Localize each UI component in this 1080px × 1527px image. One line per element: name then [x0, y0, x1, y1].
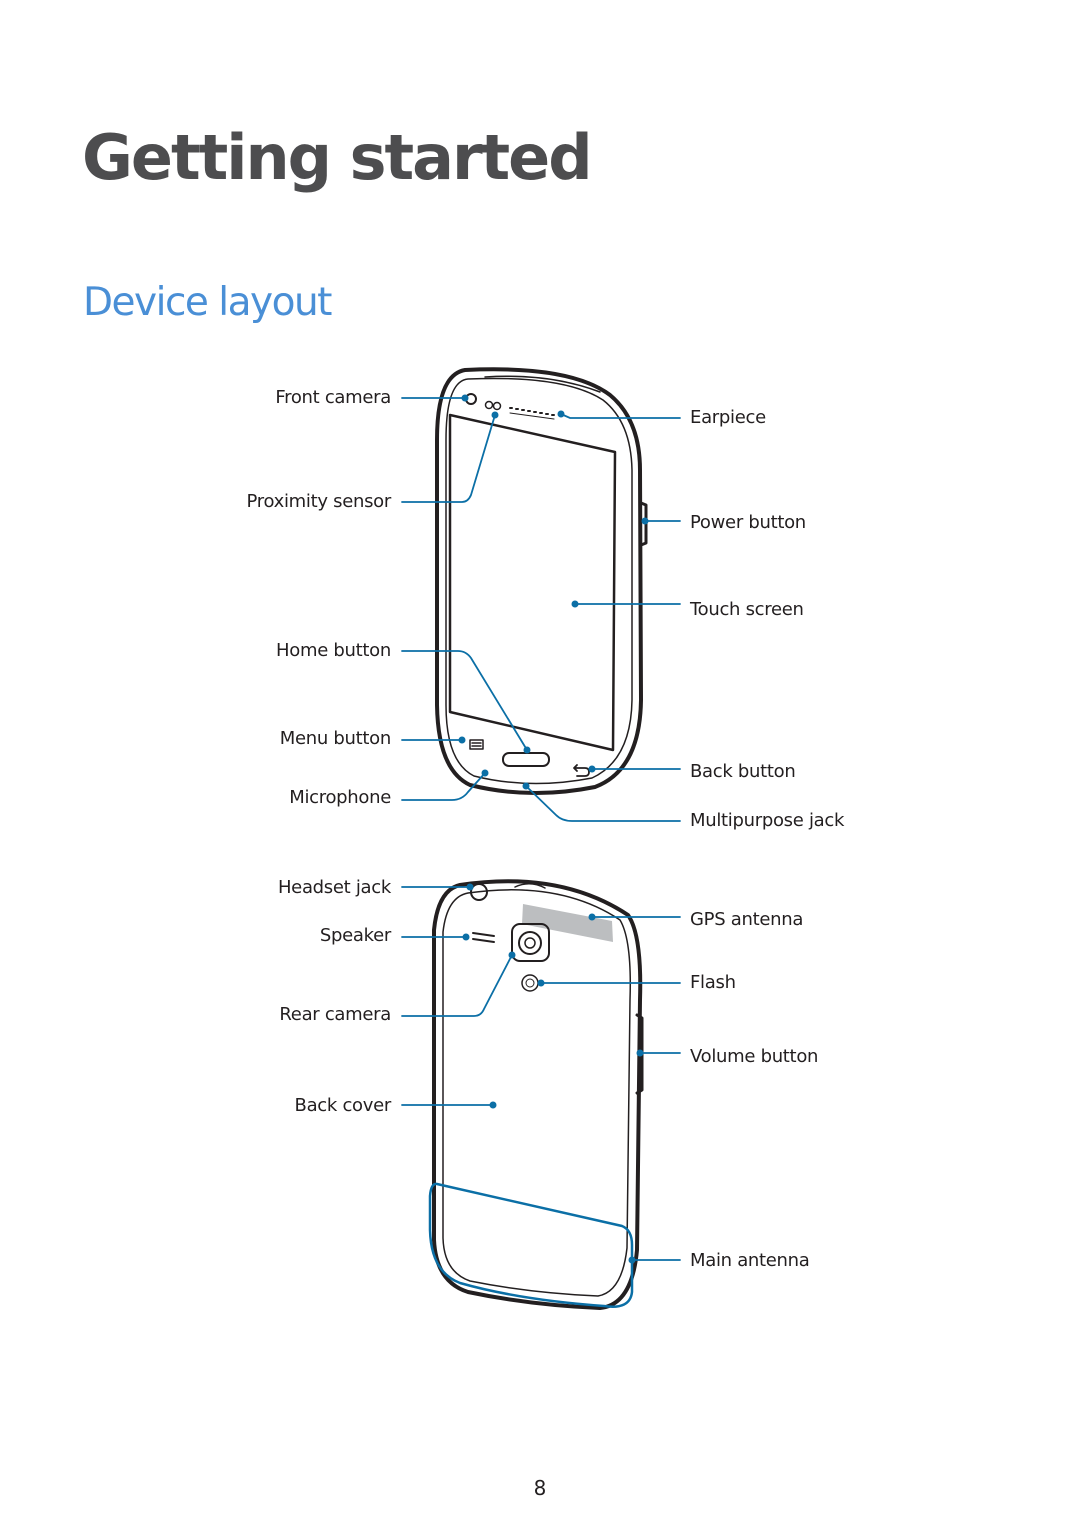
label-back-cover: Back cover: [294, 1095, 392, 1116]
dot-front-camera: [461, 394, 469, 402]
dot-power-button: [641, 517, 649, 525]
dot-speaker: [462, 933, 470, 941]
label-back-button: Back button: [690, 761, 796, 782]
label-earpiece: Earpiece: [690, 407, 766, 428]
label-speaker: Speaker: [319, 925, 391, 946]
back-cover-inner: [442, 889, 632, 1297]
section-title: Device layout: [83, 280, 332, 325]
front-top-edge: [484, 375, 601, 393]
label-rear-camera: Rear camera: [279, 1004, 391, 1025]
label-home-button: Home button: [276, 640, 391, 661]
callout-lines: [401, 397, 681, 1261]
label-flash: Flash: [690, 972, 736, 993]
earpiece-grille: [509, 407, 555, 420]
label-main-antenna: Main antenna: [690, 1250, 810, 1271]
label-gps-antenna: GPS antenna: [690, 909, 804, 930]
callout-proximity-sensor: [401, 414, 496, 503]
dot-volume-button: [636, 1049, 644, 1057]
home-button-shape: [502, 752, 550, 767]
flash-inner: [525, 978, 535, 988]
callout-microphone: [401, 772, 486, 801]
rear-camera-lens-inner: [524, 937, 536, 949]
main-antenna-outline: [428, 1182, 634, 1308]
dot-proximity-sensor: [491, 411, 499, 419]
callout-rear-camera: [401, 954, 513, 1017]
front-body-outline: [435, 367, 643, 795]
dot-gps-antenna: [588, 913, 596, 921]
dot-rear-camera: [508, 951, 516, 959]
headset-jack-shape: [470, 883, 488, 901]
dot-back-cover: [489, 1101, 497, 1109]
back-device: [432, 879, 644, 1310]
front-bezel: [445, 377, 633, 785]
dot-menu-button: [458, 736, 466, 744]
dot-touch-screen: [571, 600, 579, 608]
label-proximity-sensor: Proximity sensor: [246, 491, 392, 512]
gps-antenna-area: [522, 904, 613, 942]
callout-dots: [458, 394, 649, 1264]
dot-back-button: [588, 765, 596, 773]
label-volume-button: Volume button: [690, 1046, 819, 1067]
page-title: Getting started: [82, 121, 593, 194]
callout-earpiece: [560, 413, 681, 419]
dot-earpiece: [557, 410, 565, 418]
label-headset-jack: Headset jack: [277, 877, 391, 898]
label-power-button: Power button: [690, 512, 806, 533]
back-body-outline: [432, 879, 643, 1310]
rear-camera-module: [511, 923, 550, 962]
label-front-camera: Front camera: [275, 387, 391, 408]
back-top-edge: [514, 883, 546, 889]
dot-home-button: [523, 746, 531, 754]
rear-camera-lens-outer: [518, 931, 542, 955]
speaker-grille: [472, 932, 495, 943]
proximity-sensor-1: [484, 400, 494, 410]
proximity-sensor-2: [492, 401, 502, 411]
back-key-icon: [573, 764, 590, 777]
dot-flash: [537, 979, 545, 987]
label-microphone: Microphone: [289, 787, 391, 808]
dot-multipurpose-jack: [522, 782, 530, 790]
dot-headset-jack: [466, 883, 474, 891]
callout-multipurpose-jack: [525, 785, 681, 822]
page-number: 8: [533, 1476, 547, 1500]
dot-main-antenna: [628, 1256, 636, 1264]
label-touch-screen: Touch screen: [690, 599, 804, 620]
flash-shape: [521, 974, 539, 992]
menu-key-icon: [469, 739, 484, 750]
front-device: [435, 367, 648, 795]
label-multipurpose-jack: Multipurpose jack: [690, 810, 845, 831]
touch-screen-area: [448, 413, 617, 752]
label-menu-button: Menu button: [279, 728, 392, 749]
callout-home-button: [401, 650, 528, 751]
dot-microphone: [481, 769, 489, 777]
